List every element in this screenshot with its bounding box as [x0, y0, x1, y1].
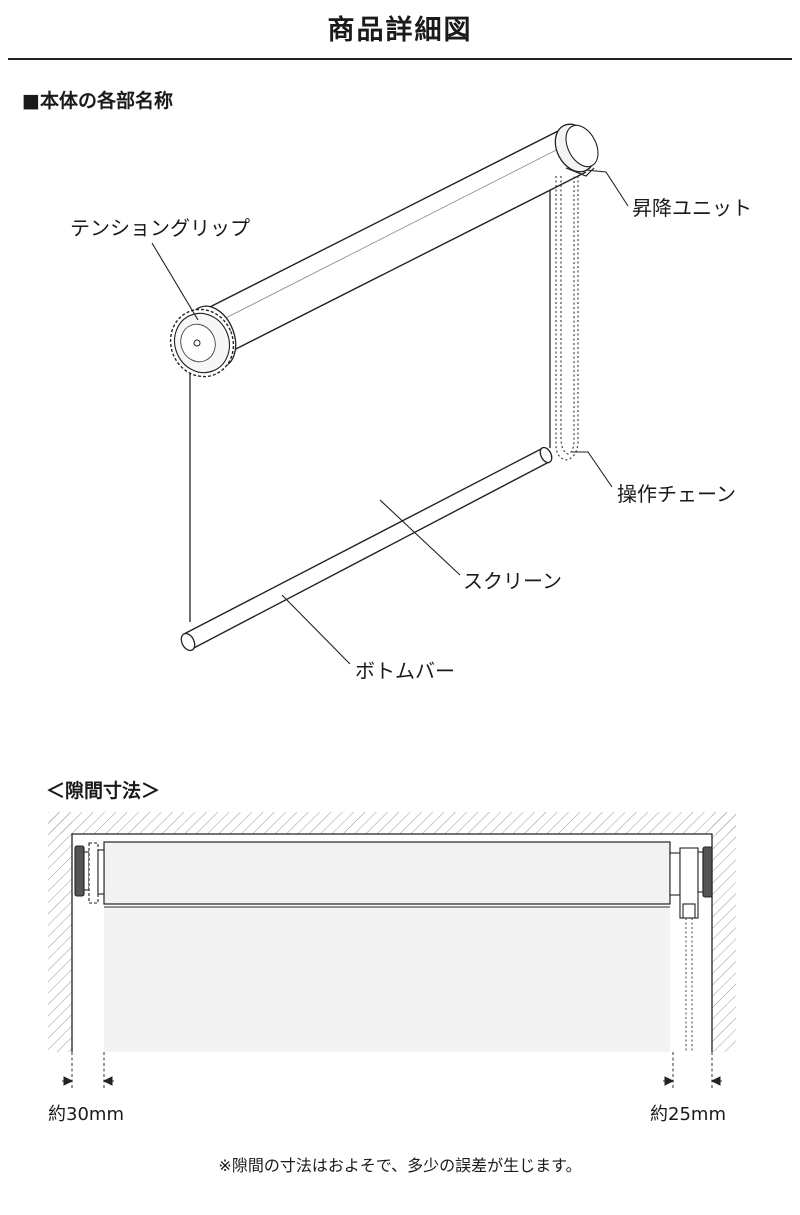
gap-note: ※隙間の寸法はおよそで、多少の誤差が生じます。 [218, 1156, 582, 1175]
front-roller-and-screen [103, 841, 671, 1052]
leader-screen [379, 499, 461, 576]
operation-chain-drawing [555, 176, 579, 461]
wall-hatching [48, 812, 736, 1052]
front-chain [685, 918, 693, 1052]
front-left-grip [74, 842, 105, 904]
screen-fabric [190, 182, 553, 627]
label-screen: スクリーン [463, 569, 562, 593]
gap-left-value: 約30mm [48, 1104, 124, 1125]
dim-arrows-left [62, 1076, 114, 1086]
leader-bottom-bar [281, 594, 351, 665]
front-right-lift-unit [669, 846, 713, 919]
title-divider [8, 58, 792, 60]
dim-arrows-right [663, 1076, 722, 1086]
leader-tension-grip [151, 242, 199, 321]
tension-grip-drawing [169, 305, 237, 378]
lift-unit-drawing [554, 123, 599, 177]
leader-operation-chain [572, 451, 613, 488]
label-operation-chain: 操作チェーン [617, 482, 736, 506]
roller-tube [195, 126, 588, 361]
leader-lift-unit [585, 169, 629, 207]
label-bottom-bar: ボトムバー [355, 659, 455, 683]
page-title: 商品詳細図 [327, 15, 473, 46]
section-heading-gap: ＜隙間寸法＞ [46, 780, 161, 802]
section-heading-parts: ■本体の各部名称 [22, 90, 173, 112]
label-tension-grip: テンショングリップ [70, 216, 250, 240]
gap-right-value: 約25mm [650, 1104, 726, 1125]
bottom-bar-drawing [180, 446, 553, 652]
label-lift-unit: 昇降ユニット [632, 196, 752, 220]
